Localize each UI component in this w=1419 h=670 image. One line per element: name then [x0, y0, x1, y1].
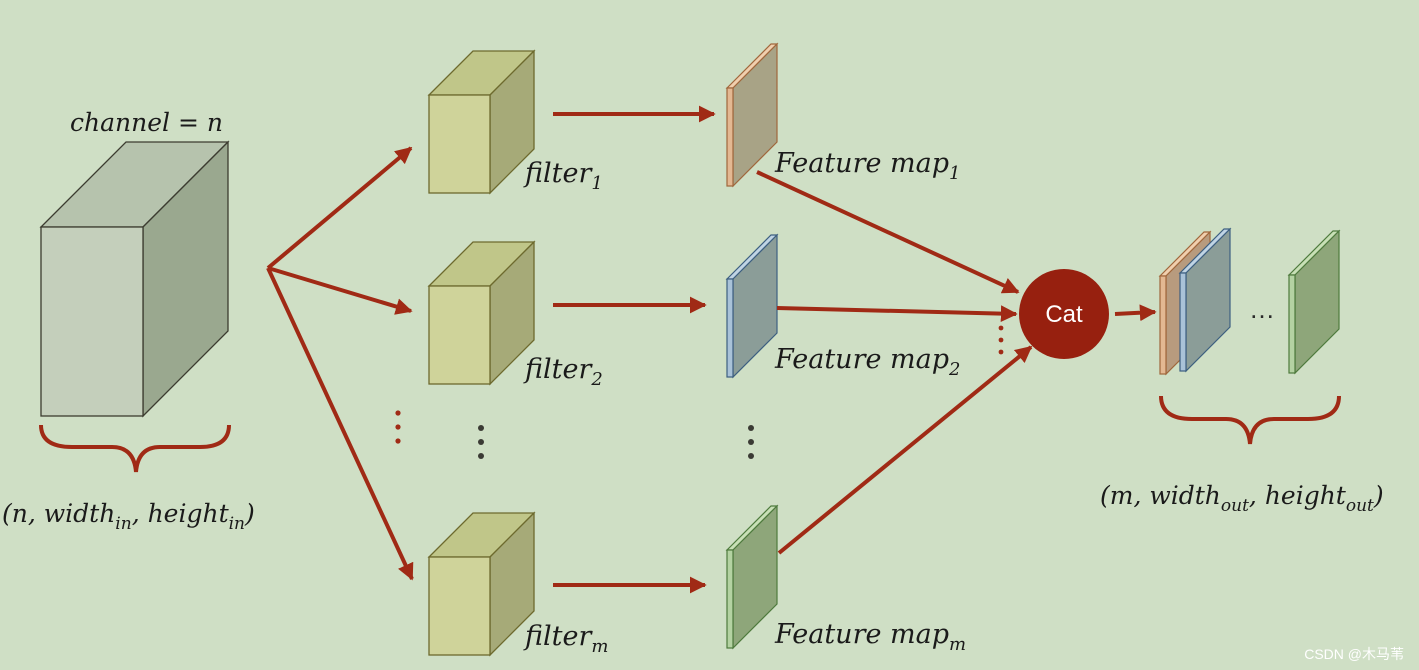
vertical-dots-fmaps: [748, 425, 754, 459]
filter-cube-1: [427, 49, 536, 195]
fanout-arrows: [266, 146, 414, 581]
channel-label: channel = n: [70, 108, 223, 137]
feature-map-label-m: Feature mapm: [774, 619, 966, 655]
filter-cube-2: [427, 240, 536, 386]
feature-map-2: [725, 233, 779, 379]
feature-map-m: [725, 504, 779, 650]
output-ellipsis: …: [1249, 294, 1275, 324]
output-brace: [1159, 395, 1341, 445]
cat-label: Cat: [1045, 301, 1083, 328]
input-tensor-cube: [39, 140, 230, 418]
filter-cube-m: [427, 511, 536, 657]
output-map-green: [1287, 229, 1341, 375]
feature-map-1: [725, 42, 779, 188]
vertical-dots-left: [395, 410, 401, 444]
cat-output-arrow: [1114, 304, 1157, 322]
vertical-dots-cat: [998, 325, 1004, 355]
filter-label-1: filter1: [523, 158, 603, 194]
filter-to-fmap-arrows: [553, 105, 716, 594]
input-brace: [39, 424, 231, 473]
output-dims-label: (m, widthout, heightout): [1100, 481, 1384, 516]
watermark: CSDN @木马苇: [1304, 646, 1404, 662]
cat-node: [1019, 269, 1109, 359]
feature-map-label-1: Feature map1: [774, 148, 960, 184]
filter-label-m: filterm: [523, 621, 608, 657]
output-map-blue: [1178, 227, 1232, 373]
input-dims-label: (n, widthin, heightin): [2, 499, 255, 534]
filter-label-2: filter2: [523, 354, 603, 390]
feature-map-label-2: Feature map2: [774, 344, 960, 380]
converge-arrows: [756, 170, 1033, 555]
vertical-dots-filters: [478, 425, 484, 459]
